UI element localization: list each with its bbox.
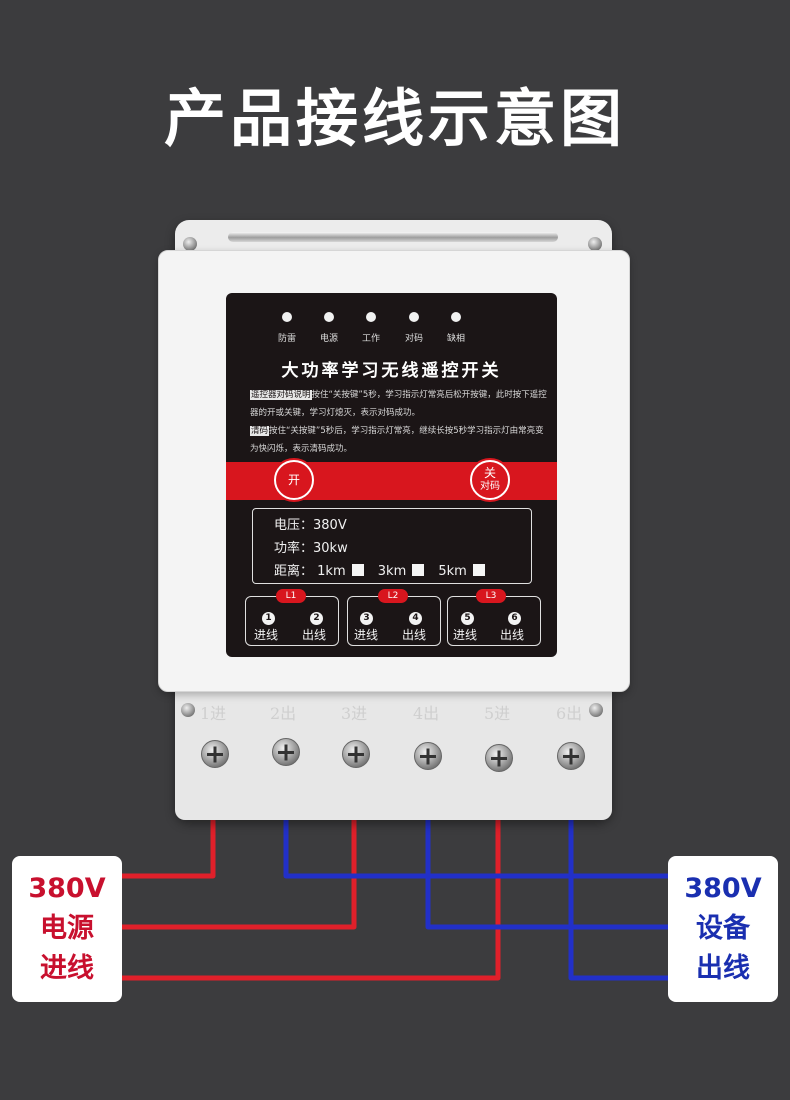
terminal-screw-icon: [557, 742, 585, 770]
distance-option-1km: 1km: [317, 564, 346, 579]
checkbox-icon: [472, 564, 485, 576]
distance-option-3km: 3km: [377, 564, 407, 579]
distance-label: 距离：: [274, 564, 314, 579]
screw-icon: [181, 703, 195, 717]
terminal-label: 3进: [341, 704, 368, 723]
terminal-screw-icon: [342, 740, 370, 768]
group-tag: L1: [276, 589, 306, 603]
instruction-tag: 遥控器对码说明: [250, 390, 312, 400]
antenna: [228, 232, 558, 242]
terminal-label: 2出: [270, 704, 297, 723]
power-label: 电源: [40, 913, 94, 944]
output-label: 出线: [696, 953, 750, 984]
wire-l2-out: [425, 774, 668, 930]
wire-l3-in: [122, 780, 501, 981]
equipment-output-box: 380V 设备 出线: [668, 856, 778, 1002]
voltage-spec: 电压：380V: [274, 518, 347, 533]
led-indicator-icon: [282, 312, 292, 322]
pair-button-label: 对码: [480, 481, 500, 492]
power-spec: 功率：30kw: [274, 541, 348, 556]
instruction-text: 按住“关按键”5秒，学习指示灯常亮后松开按键，此时按下遥控器的开或关键，学习灯熄…: [250, 390, 547, 418]
screw-icon: [183, 237, 197, 251]
screw-icon: [588, 237, 602, 251]
led-indicator-icon: [366, 312, 376, 322]
led-label: 工作: [361, 334, 380, 344]
terminal-number: 6: [508, 612, 521, 625]
terminal-block: [175, 690, 612, 820]
distance-option-5km: 5km: [438, 564, 467, 579]
group-tag: L3: [476, 589, 506, 603]
clear-instructions: 清码按住“关按键”5秒后，学习指示灯常亮，继续长按5秒学习指示灯由常亮变为快闪烁…: [250, 422, 550, 458]
terminal-number: 4: [409, 612, 422, 625]
terminal-screw-icon: [414, 742, 442, 770]
screw-icon: [589, 703, 603, 717]
off-pair-button[interactable]: 关 对码: [470, 460, 510, 500]
checkbox-icon: [412, 564, 425, 576]
specs-box: [252, 508, 532, 584]
terminal-label: 4出: [413, 704, 440, 723]
equipment-label: 设备: [696, 913, 750, 944]
led-label: 防雷: [277, 334, 296, 344]
voltage-label: 380V: [684, 873, 762, 904]
instruction-tag: 清码: [250, 426, 270, 436]
power-input-box: 380V 电源 进线: [12, 856, 122, 1002]
instruction-text: 按住“关按键”5秒后，学习指示灯常亮，继续长按5秒学习指示灯由常亮变为快闪烁，表…: [250, 426, 544, 454]
in-label: 进线: [453, 628, 478, 642]
terminal-number: 3: [360, 612, 373, 625]
led-label: 对码: [404, 334, 423, 344]
terminal-label: 6出: [556, 704, 583, 723]
terminal-screw-icon: [201, 740, 229, 768]
terminal-number: 1: [262, 612, 275, 625]
led-indicator-icon: [451, 312, 461, 322]
panel-title: 大功率学习无线遥控开关: [281, 361, 502, 381]
terminal-number: 5: [461, 612, 474, 625]
terminal-label: 5进: [484, 704, 511, 723]
checkbox-icon: [351, 564, 364, 576]
out-label: 出线: [402, 628, 427, 642]
terminal-number: 2: [310, 612, 323, 625]
led-indicator-icon: [324, 312, 334, 322]
on-button[interactable]: 开: [274, 460, 314, 500]
group-tag: L2: [378, 589, 408, 603]
terminal-screw-icon: [272, 738, 300, 766]
in-label: 进线: [354, 628, 379, 642]
led-label: 缺相: [446, 334, 465, 344]
voltage-label: 380V: [28, 873, 106, 904]
terminal-screw-icon: [485, 744, 513, 772]
out-label: 出线: [302, 628, 327, 642]
input-label: 进线: [40, 953, 94, 984]
wire-l2-in: [122, 770, 357, 930]
out-label: 出线: [500, 628, 525, 642]
terminal-label: 1进: [200, 704, 227, 723]
pairing-instructions: 遥控器对码说明按住“关按键”5秒，学习指示灯常亮后松开按键，此时按下遥控器的开或…: [250, 386, 550, 422]
page-title: 产品接线示意图: [163, 82, 626, 155]
off-button-label: 关: [483, 466, 496, 480]
distance-spec: 距离： 1km 3km 5km: [274, 560, 495, 579]
wire-l3-out: [568, 788, 668, 981]
led-label: 电源: [319, 334, 338, 344]
in-label: 进线: [254, 628, 279, 642]
on-button-label: 开: [287, 473, 300, 487]
led-indicator-icon: [409, 312, 419, 322]
